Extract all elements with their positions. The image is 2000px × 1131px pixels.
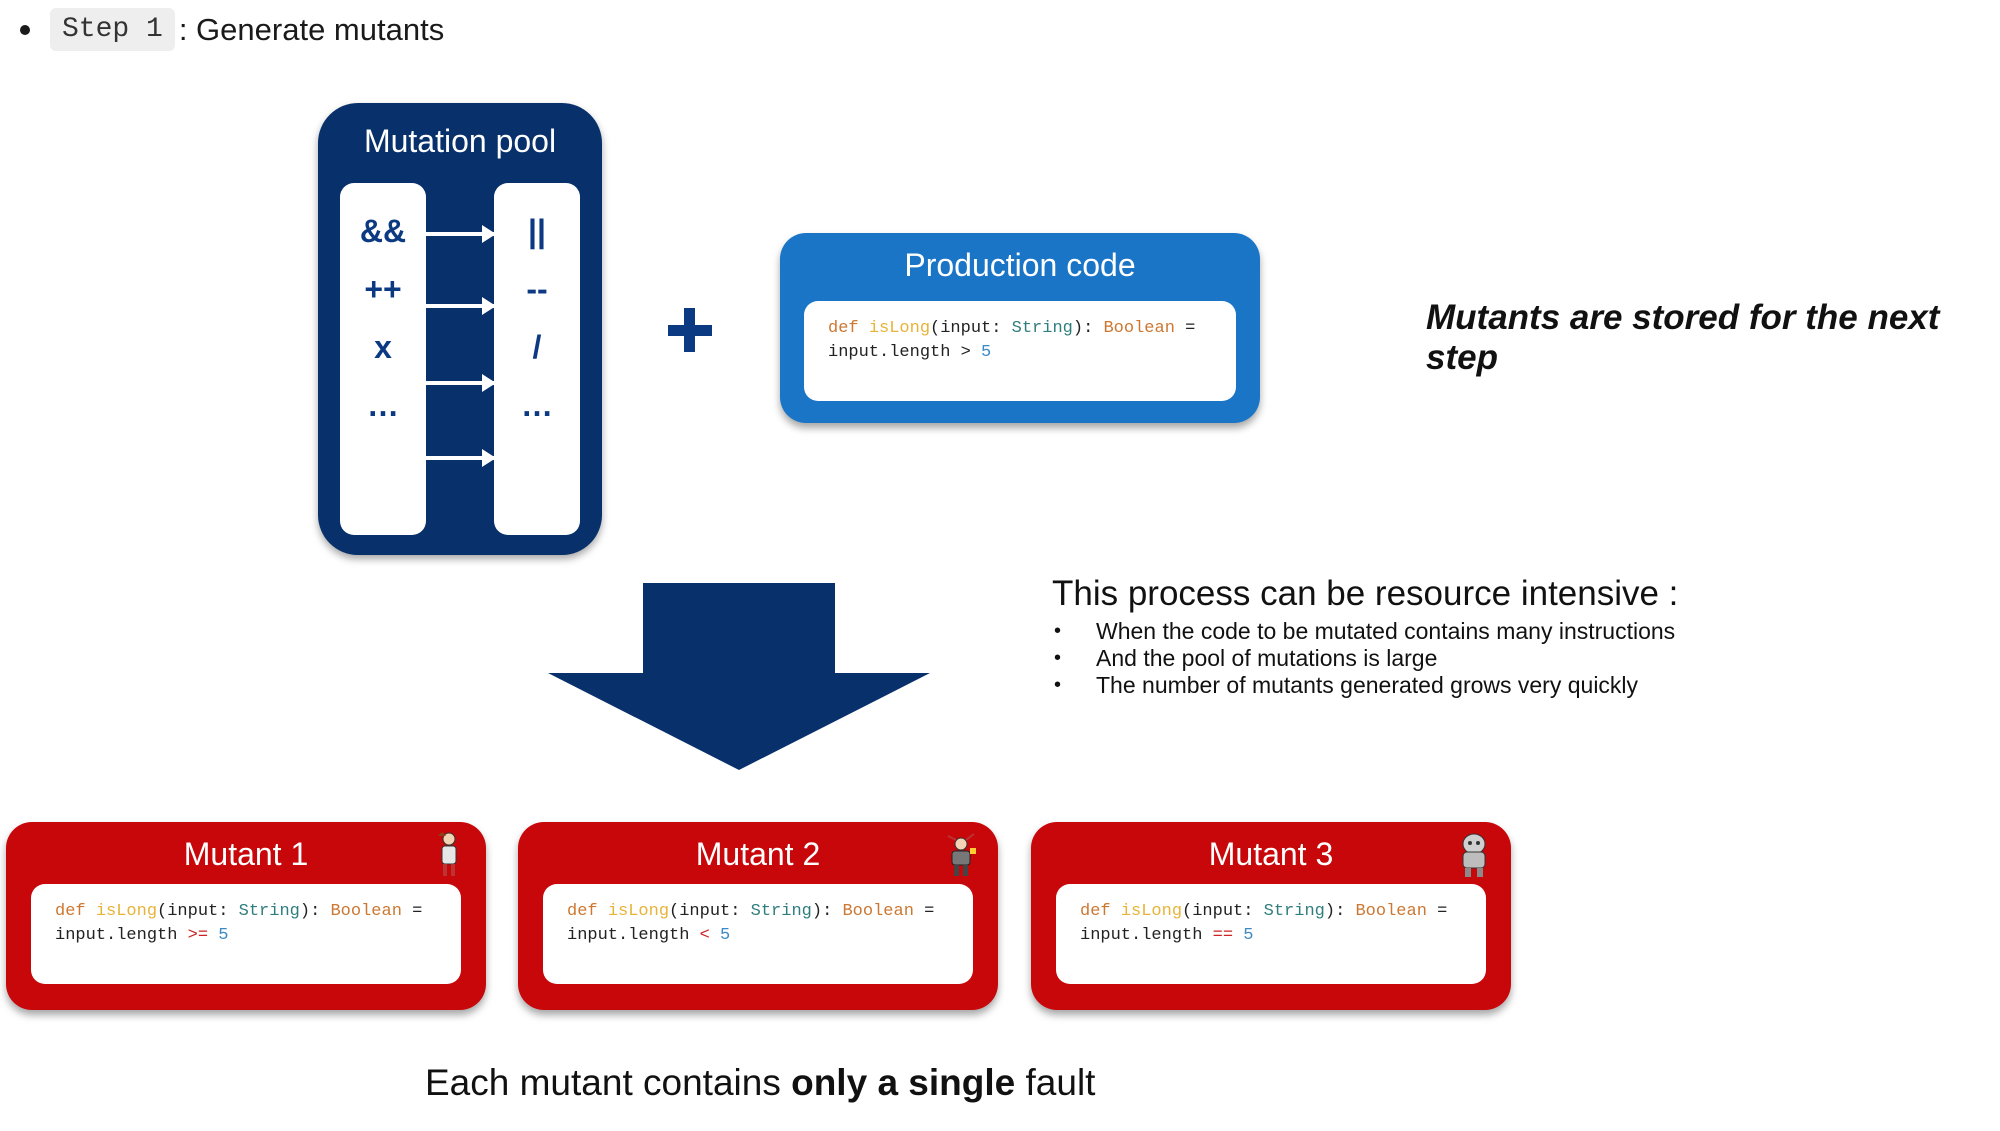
mutated-operator: || bbox=[528, 213, 546, 249]
code-line2: input.length bbox=[1080, 926, 1213, 945]
code-keyword: def bbox=[567, 902, 598, 921]
bullet-dot bbox=[20, 24, 30, 35]
production-code-snippet: def isLong(input: String): Boolean = inp… bbox=[804, 301, 1236, 401]
code-sep: ): bbox=[811, 902, 843, 921]
code-keyword: def bbox=[1080, 902, 1111, 921]
mutant-avatar-icon bbox=[947, 833, 976, 876]
code-function-name: isLong bbox=[607, 902, 670, 921]
code-function-name: isLong bbox=[1120, 902, 1183, 921]
mutation-pool: Mutation pool && ++ x … || -- / … bbox=[318, 103, 602, 555]
code-eq: = bbox=[1174, 319, 1196, 338]
resource-note-item: The number of mutants generated grows ve… bbox=[1052, 672, 1678, 699]
step-description: : Generate mutants bbox=[178, 11, 445, 47]
mutant-card-3: Mutant 3 def isLong(input: String): Bool… bbox=[1031, 822, 1511, 1010]
code-line2: input.length bbox=[828, 343, 961, 362]
bottom-caption: Each mutant contains only a single fault bbox=[425, 1062, 1095, 1104]
code-sep: ): bbox=[1072, 319, 1104, 338]
code-number: 5 bbox=[720, 926, 731, 945]
mutation-arrow bbox=[426, 374, 496, 392]
mutated-operator: == bbox=[1212, 926, 1234, 945]
code-param: (input: bbox=[669, 902, 751, 921]
caption-part2: fault bbox=[1015, 1062, 1096, 1103]
code-type: String bbox=[1263, 902, 1325, 921]
code-number: 5 bbox=[981, 343, 992, 362]
step-code: Step 1 bbox=[50, 8, 175, 51]
mutation-pool-title: Mutation pool bbox=[363, 123, 557, 159]
mutant-card-1: Mutant 1 def isLong(input: String): Bool… bbox=[6, 822, 486, 1010]
mutant-code-snippet: def isLong(input: String): Boolean = inp… bbox=[1056, 884, 1486, 984]
mutated-operators-column: || -- / … bbox=[494, 183, 580, 535]
code-sep: ): bbox=[299, 902, 331, 921]
step-heading: Step 1 : Generate mutants bbox=[20, 8, 444, 51]
mutant-avatar-icon bbox=[438, 832, 457, 876]
code-return-type: Boolean bbox=[1355, 902, 1427, 921]
mutant-code-snippet: def isLong(input: String): Boolean = inp… bbox=[31, 884, 461, 984]
code-eq: = bbox=[913, 902, 935, 921]
production-code-title: Production code bbox=[904, 247, 1136, 283]
code-return-type: Boolean bbox=[842, 902, 914, 921]
code-number: 5 bbox=[218, 926, 229, 945]
code-return-type: Boolean bbox=[1103, 319, 1175, 338]
mutated-operator: >= bbox=[187, 926, 209, 945]
mutated-operator: -- bbox=[526, 271, 548, 307]
code-return-type: Boolean bbox=[330, 902, 402, 921]
original-operator: ++ bbox=[364, 271, 402, 307]
code-keyword: def bbox=[55, 902, 86, 921]
plus-icon bbox=[660, 300, 720, 360]
mutant-title: Mutant 1 bbox=[183, 836, 309, 872]
code-eq: = bbox=[1426, 902, 1448, 921]
code-number: 5 bbox=[1243, 926, 1254, 945]
mutant-title: Mutant 2 bbox=[695, 836, 821, 872]
code-line2: input.length bbox=[567, 926, 700, 945]
caption-part1: Each mutant contains bbox=[425, 1062, 792, 1103]
mutation-arrow bbox=[426, 225, 496, 243]
original-operator: && bbox=[359, 213, 407, 249]
code-operator: > bbox=[960, 343, 971, 362]
resource-note: This process can be resource intensive :… bbox=[1052, 574, 1678, 699]
code-param: (input: bbox=[157, 902, 239, 921]
code-param: (input: bbox=[1182, 902, 1264, 921]
mutant-card-2: Mutant 2 def isLong(input: String): Bool… bbox=[518, 822, 998, 1010]
resource-note-title: This process can be resource intensive : bbox=[1052, 574, 1679, 613]
resource-note-list: When the code to be mutated contains man… bbox=[1052, 618, 1678, 699]
mutated-operator: < bbox=[699, 926, 710, 945]
code-line2: input.length bbox=[55, 926, 188, 945]
code-type: String bbox=[750, 902, 812, 921]
stored-note: Mutants are stored for the next step bbox=[1426, 298, 1940, 377]
code-sep: ): bbox=[1324, 902, 1356, 921]
mutation-arrow bbox=[426, 297, 496, 315]
original-operator: … bbox=[367, 387, 399, 423]
production-code-card: Production code def isLong(input: String… bbox=[780, 233, 1260, 423]
resource-note-item: And the pool of mutations is large bbox=[1052, 645, 1678, 672]
mutant-code-snippet: def isLong(input: String): Boolean = inp… bbox=[543, 884, 973, 984]
down-arrow-icon bbox=[548, 583, 930, 770]
code-param: (input: bbox=[930, 319, 1012, 338]
code-function-name: isLong bbox=[95, 902, 158, 921]
code-type: String bbox=[1011, 319, 1073, 338]
mutated-operator: / bbox=[532, 329, 542, 365]
original-operators-column: && ++ x … bbox=[340, 183, 426, 535]
mutant-avatar-icon bbox=[1462, 833, 1486, 877]
code-eq: = bbox=[401, 902, 423, 921]
caption-bold: only a single bbox=[791, 1062, 1016, 1103]
resource-note-item: When the code to be mutated contains man… bbox=[1052, 618, 1678, 645]
mutation-arrow bbox=[426, 449, 496, 467]
original-operator: x bbox=[374, 329, 392, 365]
mutated-operator: … bbox=[521, 387, 553, 423]
code-type: String bbox=[238, 902, 300, 921]
code-keyword: def bbox=[828, 319, 859, 338]
code-function-name: isLong bbox=[868, 319, 931, 338]
mutant-title: Mutant 3 bbox=[1208, 836, 1334, 872]
